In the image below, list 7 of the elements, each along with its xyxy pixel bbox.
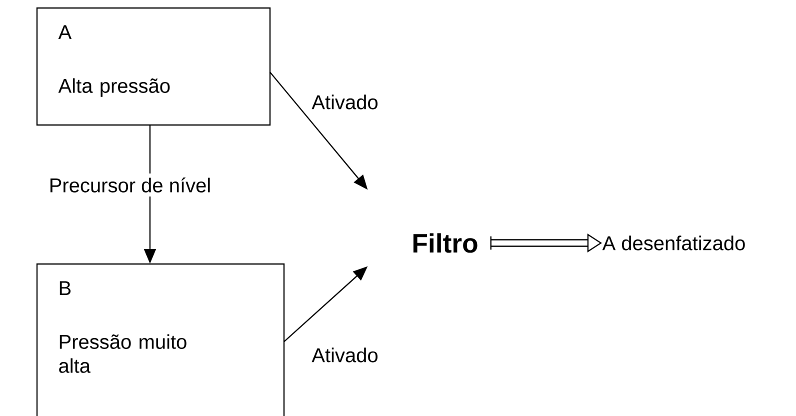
process-box: A Alta pressão <box>36 7 271 126</box>
edge-label: Ativado <box>308 344 382 366</box>
node-label: Filtro <box>413 233 478 253</box>
edge-label: Precursor de nível <box>44 174 216 196</box>
edge-label: Ativado <box>308 90 382 114</box>
node-label: A desenfatizado <box>602 236 745 250</box>
process-box: B Pressão muito alta <box>36 263 285 416</box>
